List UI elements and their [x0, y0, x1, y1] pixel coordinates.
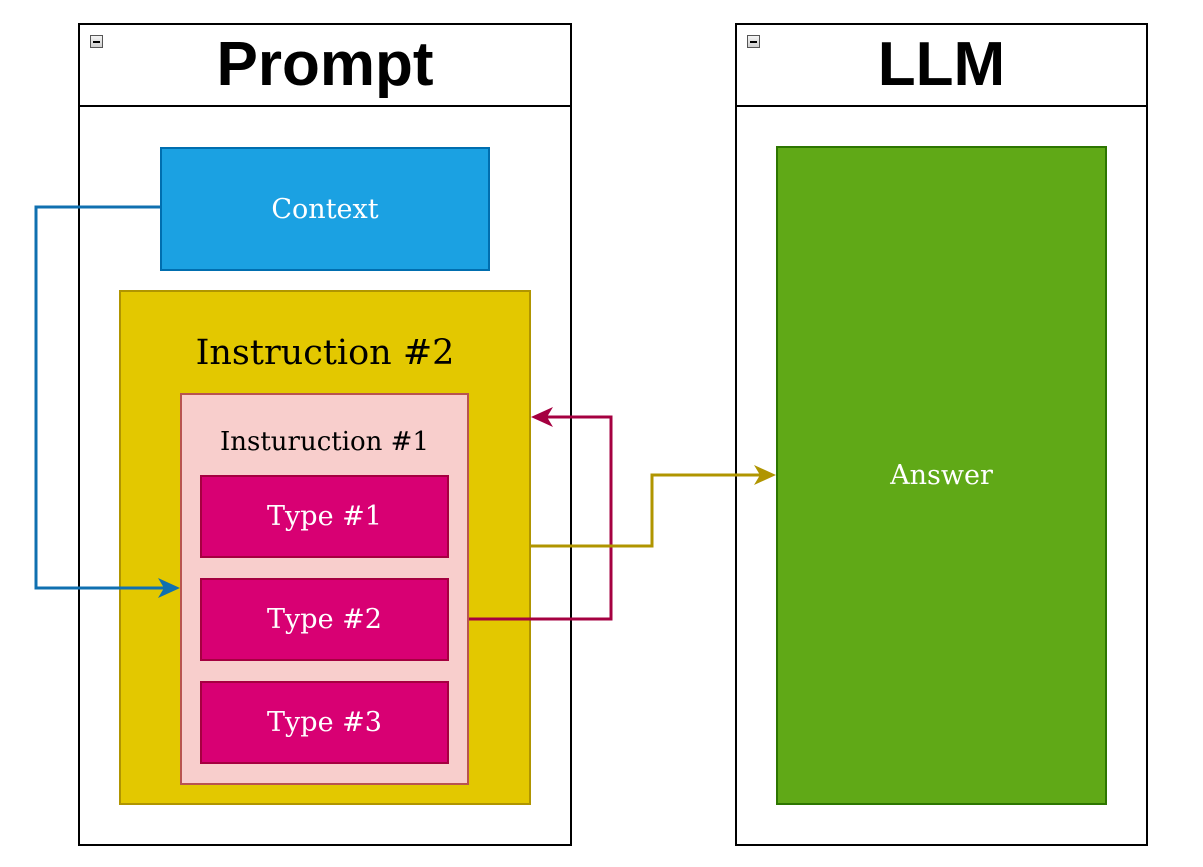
answer-box[interactable]: Answer: [776, 146, 1107, 805]
type1-box[interactable]: Type #1: [200, 475, 449, 558]
context-box[interactable]: Context: [160, 147, 490, 271]
type2-label: Type #2: [267, 604, 382, 635]
llm-container-header: LLM: [737, 25, 1146, 107]
answer-label: Answer: [890, 460, 993, 491]
instruction1-label: Insturuction #1: [219, 427, 430, 457]
llm-title: LLM: [877, 30, 1006, 99]
collapse-icon[interactable]: [747, 35, 760, 48]
type1-label: Type #1: [267, 501, 382, 532]
prompt-container-header: Prompt: [80, 25, 570, 107]
type3-box[interactable]: Type #3: [200, 681, 449, 764]
context-label: Context: [271, 193, 379, 225]
prompt-title: Prompt: [216, 30, 434, 99]
type3-label: Type #3: [267, 707, 382, 738]
type2-box[interactable]: Type #2: [200, 578, 449, 661]
instruction2-label: Instruction #2: [195, 333, 455, 373]
collapse-icon[interactable]: [90, 35, 103, 48]
